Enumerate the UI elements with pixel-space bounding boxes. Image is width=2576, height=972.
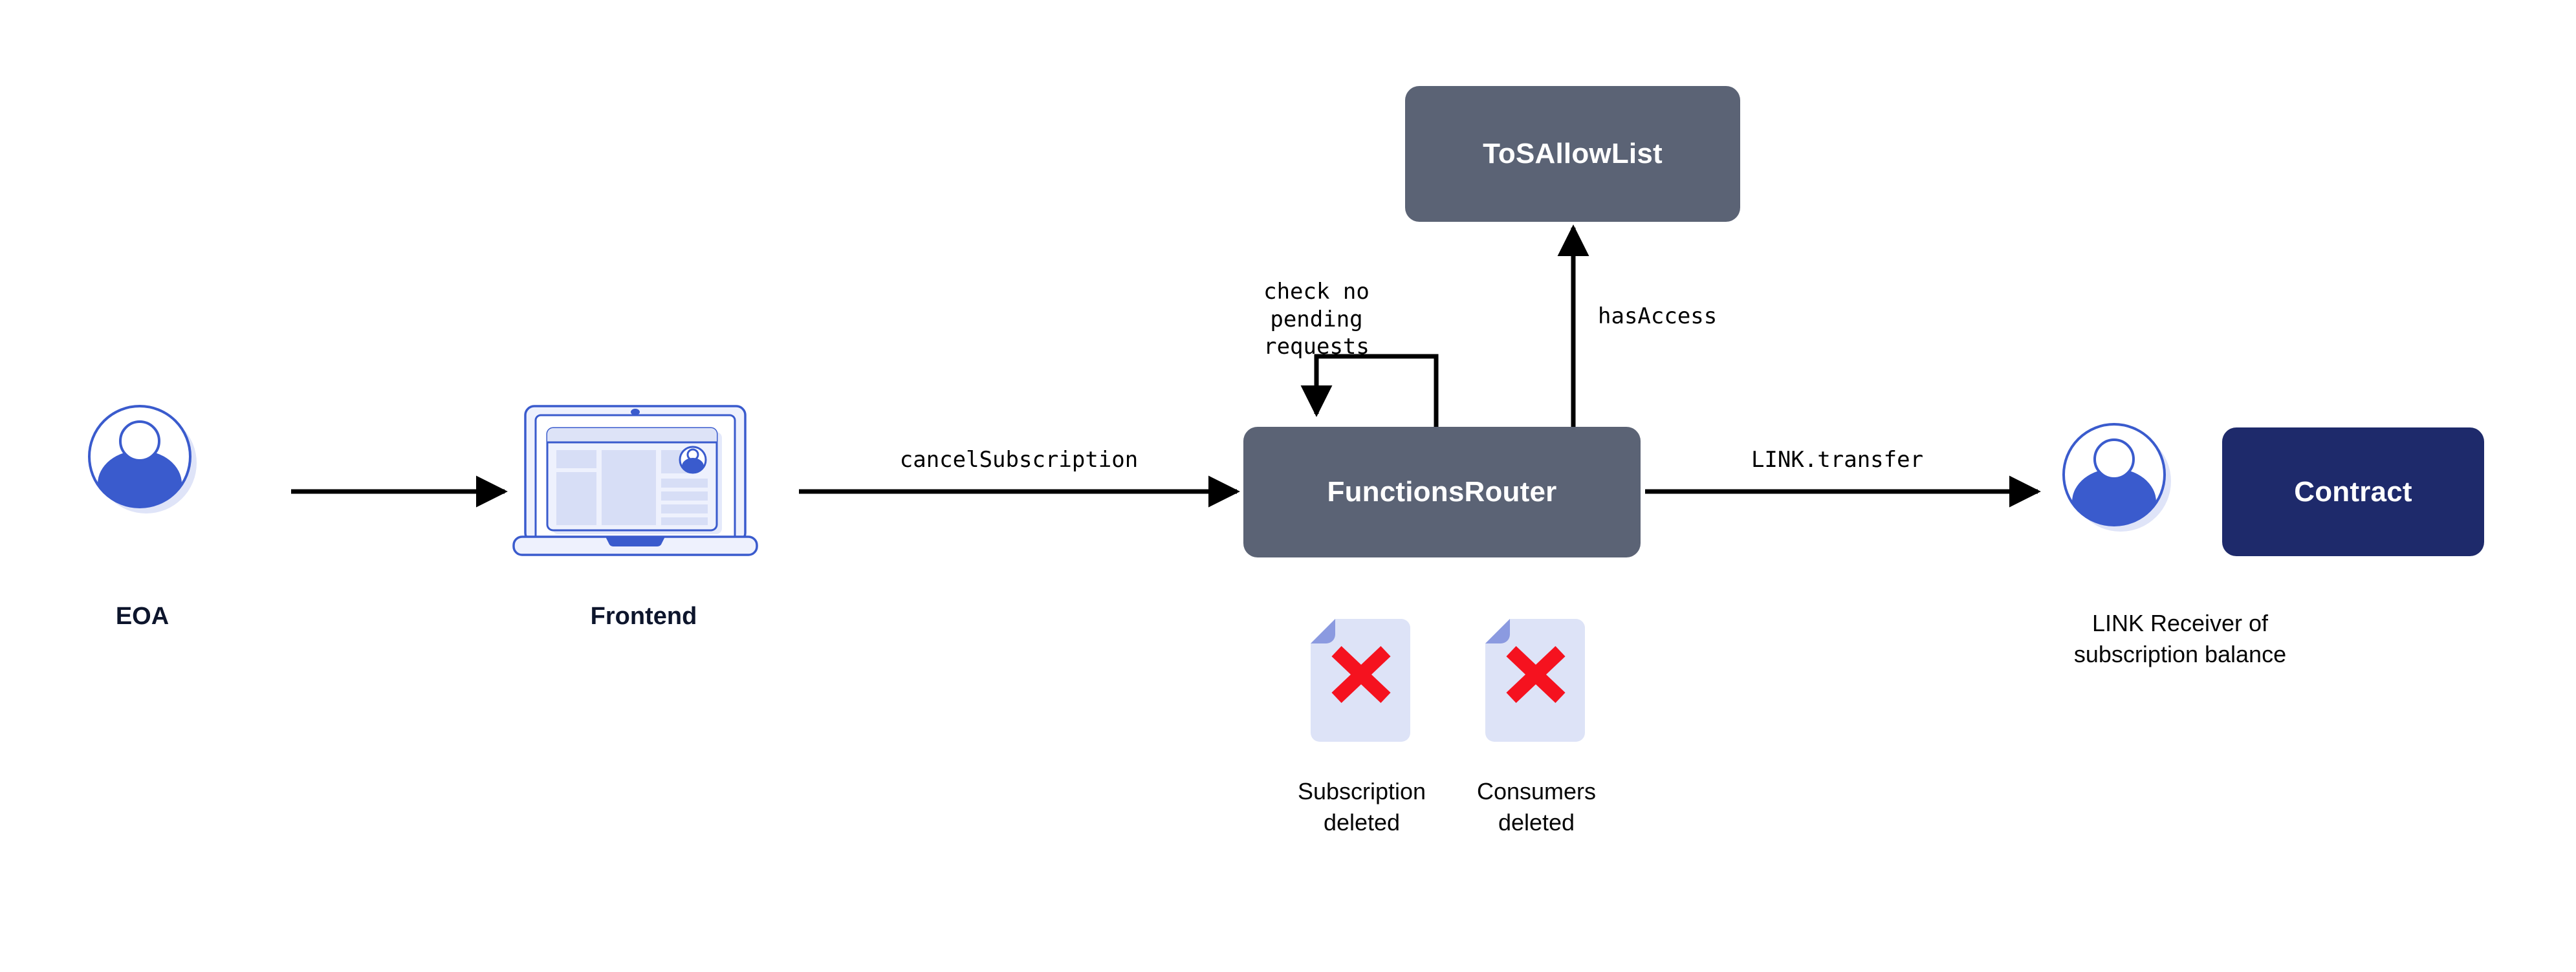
edge-label-link-transfer: LINK.transfer [1751,447,1924,473]
subscription-deleted-label: Subscription deleted [1297,778,1426,836]
frontend-label: Frontend [590,603,697,630]
edge-label-check-no-pending-requests: check no pending requests [1263,279,1370,360]
consumers-deleted-document-x-icon [1481,618,1589,747]
eoa-avatar-icon [84,401,201,517]
frontend-laptop-icon [511,401,776,576]
node-tos-allowlist[interactable]: ToSAllowList [1405,86,1740,222]
subscription-deleted-document-x-icon [1307,618,1414,747]
node-functions-router[interactable]: FunctionsRouter [1243,427,1641,557]
contract-label: Contract [2294,475,2412,508]
link-receiver-avatar-icon [2051,413,2180,542]
functions-router-label: FunctionsRouter [1327,476,1557,508]
eoa-label: EOA [115,603,169,630]
consumers-deleted-label: Consumers deleted [1476,778,1597,836]
edge-router-self-loop [1300,354,1439,427]
tos-allowlist-label: ToSAllowList [1483,138,1663,169]
edge-label-cancel-subscription: cancelSubscription [899,447,1139,473]
node-contract[interactable]: Contract [2222,427,2484,556]
edge-label-has-access: hasAccess [1598,303,1718,329]
link-receiver-label: LINK Receiver of subscription balance [2073,610,2287,667]
